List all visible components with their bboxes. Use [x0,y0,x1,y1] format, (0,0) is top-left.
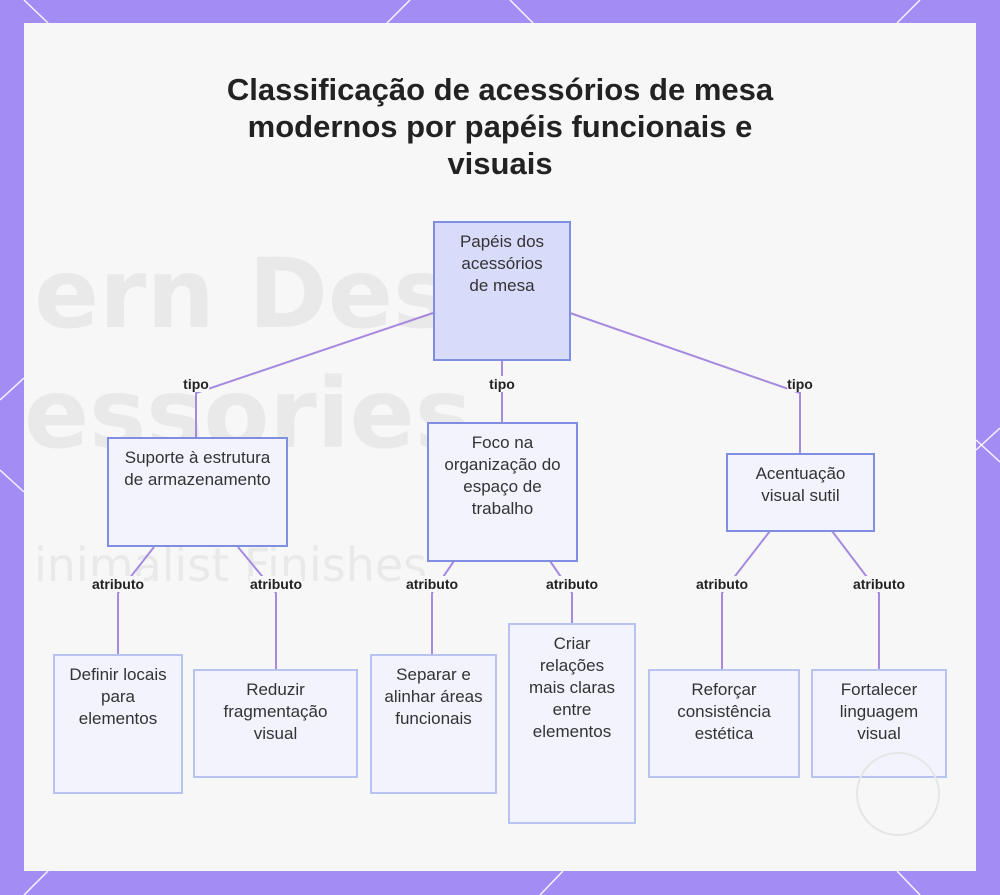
edge-label-tipo-1: tipo [183,376,209,392]
edge-accent-strengthen [832,531,879,669]
edge-label-atributo-1: atributo [92,576,144,592]
edge-label-tipo-2: tipo [489,376,515,392]
node-reduce-fragmentation: Reduzir fragmentação visual [193,669,358,778]
node-separate-areas: Separar e alinhar áreas funcionais [370,654,497,794]
node-workspace: Foco na organização do espaço de trabalh… [427,422,578,562]
edge-workspace-separate [432,561,454,654]
edge-storage-define [118,547,154,654]
diagram-panel: ern Desk essories inimalist Finishes Cla… [24,23,976,871]
edge-label-atributo-6: atributo [853,576,905,592]
edge-label-atributo-2: atributo [250,576,302,592]
node-define-places: Definir locais para elementos [53,654,183,794]
edge-storage-reduce [238,547,276,669]
node-create-relations: Criar relações mais claras entre element… [508,623,636,824]
node-storage: Suporte à estrutura de armazenamento [107,437,288,547]
corner-badge [856,752,940,836]
node-reinforce-consistency: Reforçar consistência estética [648,669,800,778]
edge-label-atributo-4: atributo [546,576,598,592]
node-accent: Acentuação visual sutil [726,453,875,532]
node-root: Papéis dos acessórios de mesa [433,221,571,361]
edge-accent-reinforce [722,531,770,669]
edge-root-accent [570,313,800,453]
edge-label-atributo-5: atributo [696,576,748,592]
edge-workspace-relations [550,561,572,623]
edge-label-atributo-3: atributo [406,576,458,592]
edge-label-tipo-3: tipo [787,376,813,392]
edge-root-storage [196,313,433,437]
